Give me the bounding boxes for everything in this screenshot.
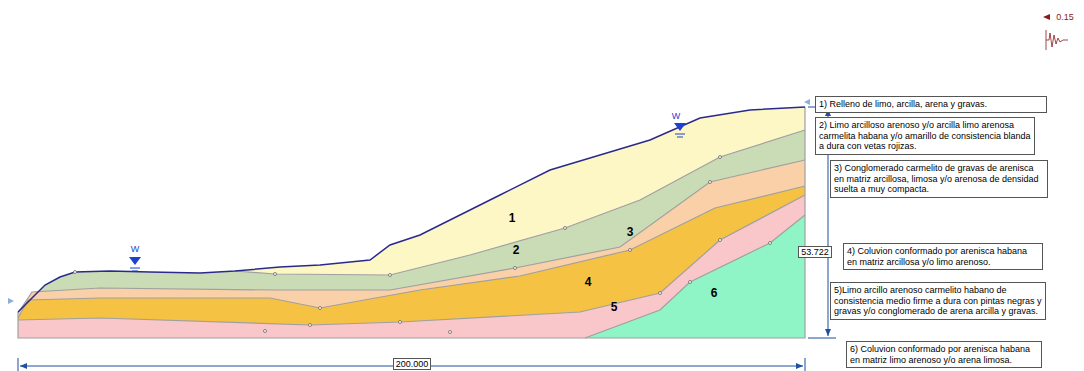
dimension-lines xyxy=(8,99,836,371)
layer-number: 6 xyxy=(711,286,718,300)
water-mark: W xyxy=(131,244,140,254)
legend-text: 3) Conglomerado carmelito de gravas de a… xyxy=(834,163,1044,195)
legend-box: 4) Coluvion conformado por arenisca haba… xyxy=(843,243,1043,270)
layer-3 xyxy=(18,160,805,338)
layer-number: 1 xyxy=(509,211,516,225)
layer-number: 5 xyxy=(611,300,618,314)
legend-box: 6) Coluvion conformado por arenisca haba… xyxy=(846,341,1042,368)
legend-box: 5)Limo arcillo arenoso carmelito habano … xyxy=(830,282,1046,320)
layer-6 xyxy=(585,215,805,338)
legend-box: 2) Limo arcilloso arenoso y/o arcilla li… xyxy=(815,117,1035,155)
legend-box: 1) Relleno de limo, arcilla, arena y gra… xyxy=(815,96,1047,113)
water-table-markers xyxy=(129,123,686,271)
dimension-label: 200.000 xyxy=(393,358,432,370)
layer-boundaries xyxy=(18,107,805,338)
layer-2 xyxy=(18,130,805,338)
dimension-label: 53.722 xyxy=(798,246,832,258)
legend-text: 2) Limo arcilloso arenoso y/o arcilla li… xyxy=(819,120,1031,152)
layer-number: 4 xyxy=(585,275,592,289)
layer-number: 2 xyxy=(513,243,520,257)
legend-text: 1) Relleno de limo, arcilla, arena y gra… xyxy=(819,99,1043,110)
seismic-coefficient: 0.15 xyxy=(1056,12,1074,22)
layer-1 xyxy=(18,107,805,338)
layer-4 xyxy=(18,186,805,338)
water-mark: W xyxy=(672,111,681,121)
legend-text: 6) Coluvion conformado por arenisca haba… xyxy=(850,344,1038,365)
layer-5 xyxy=(18,195,805,338)
legend-text: 5)Limo arcillo arenoso carmelito habano … xyxy=(834,285,1042,317)
vertex-dots xyxy=(74,156,772,334)
legend-box: 3) Conglomerado carmelito de gravas de a… xyxy=(830,160,1048,198)
ground-surface xyxy=(18,107,805,312)
layer-number: 3 xyxy=(627,225,634,239)
legend-text: 4) Coluvion conformado por arenisca haba… xyxy=(847,246,1039,267)
